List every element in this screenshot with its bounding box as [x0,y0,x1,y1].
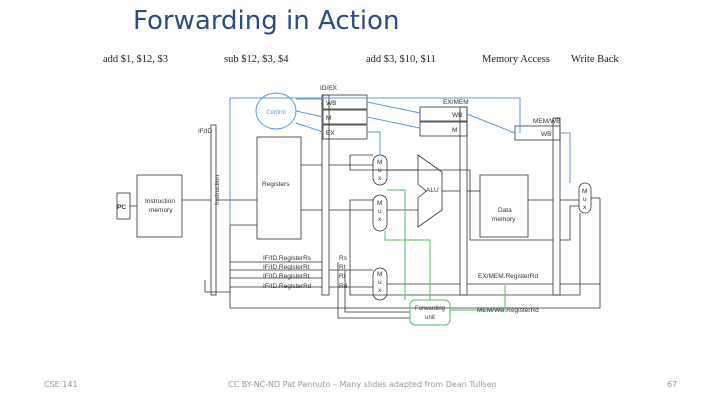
idex-label: ID/EX [320,85,338,92]
alu-block [417,154,443,228]
stage-wb: Write Back [571,54,619,65]
reg-rd: Rd [339,283,348,290]
instruction-label: Instruction [214,175,221,205]
mux-c-u: u [378,279,382,286]
ifid-register [210,124,217,296]
mux-b-u: u [378,208,382,215]
exmem-register [459,106,468,296]
memwb-label: MEM/WB [533,118,560,125]
instruction-memory [136,174,183,238]
pc-label: PC [117,204,126,211]
dmem-label-1: Data [498,207,512,214]
mux-c-m: M [377,271,382,278]
mux-c-x: x [378,287,382,294]
imem-label-2: memory [149,207,173,214]
mux-a-u: u [378,167,382,174]
footer-page-number: 67 [667,380,678,389]
imem-label-1: Instruction [145,198,175,205]
ifid-label: IF/ID [198,128,212,135]
alu-label: ALU [426,187,439,194]
exmem-m: M [452,127,457,134]
reg-rt: Rt [339,264,346,271]
mux-b-x: x [378,216,382,223]
dmem-label-2: memory [492,216,516,223]
control-label: Control [266,110,285,116]
memwb-rd-label: MEM/WB.RegisterRd [477,307,539,314]
stage-if: add $1, $12, $3 [103,54,169,65]
footer-credit: CC BY-NC-ND Pat Pannuto – Many slides ad… [228,380,497,389]
idex-m: M [326,115,331,122]
stage-id: sub $12, $3, $4 [224,54,289,65]
footer-course: CSE 141 [44,380,78,389]
field-rd: IF/ID.RegisterRd [263,283,312,290]
exmem-wb: WB [452,112,462,119]
forwarding-unit [409,299,451,326]
mux-a-m: M [377,159,382,166]
forwarding-label-2: unit [425,315,435,321]
mux-d-u: u [583,196,587,203]
field-rt-2: IF/ID.RegisterRt [263,273,310,280]
mux-b-m: M [377,200,382,207]
idex-ex: EX [326,130,335,137]
mux-d-x: x [583,204,587,211]
alu-src-mux [372,194,388,232]
stage-mem: Memory Access [482,54,550,65]
reg-rt-2: Rt [339,273,346,280]
slide-title: Forwarding in Action [133,6,400,36]
stage-ex: add $3, $10, $11 [366,54,436,65]
reg-rs: Rs [339,255,348,262]
mux-a-x: x [378,175,382,182]
memwb-wb: WB [541,131,551,138]
registers-label: Registers [262,181,290,188]
registers-block [256,136,302,240]
exmem-label: EX/MEM [443,99,469,106]
memwb-register [552,117,561,296]
exmem-rd-label: EX/MEM.RegisterRd [478,273,538,280]
mux-d-m: M [582,188,587,195]
forwarding-label-1: Forwarding [415,306,445,312]
idex-wb: WB [326,100,336,107]
field-rs: IF/ID.RegisterRs [263,255,312,262]
data-memory [479,174,529,238]
field-rt: IF/ID.RegisterRt [263,264,310,271]
